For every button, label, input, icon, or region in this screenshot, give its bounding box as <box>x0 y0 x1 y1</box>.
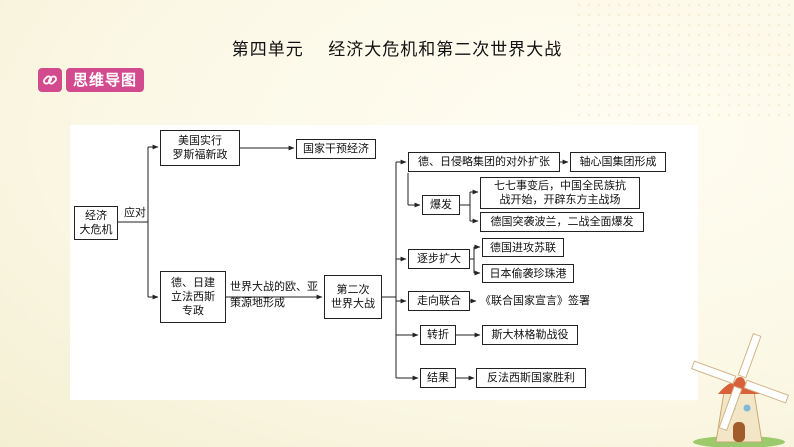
link-icon <box>38 68 62 92</box>
connector-lines <box>118 144 569 381</box>
node-escalation: 逐步扩大 <box>408 249 470 269</box>
node-ww2: 第二次 世界大战 <box>324 275 382 319</box>
node-victory: 反法西斯国家胜利 <box>476 368 586 388</box>
node-economic-crisis: 经济 大危机 <box>74 206 118 240</box>
windmill-illustration <box>691 333 789 447</box>
node-state-intervention: 国家干预经济 <box>296 139 376 159</box>
node-outbreak-china: 七七事变后，中国全民族抗 战开始，开辟东方主战场 <box>480 177 640 209</box>
node-result: 结果 <box>420 368 456 388</box>
node-alliance: 走向联合 <box>408 291 470 311</box>
node-pearl-harbor: 日本偷袭珍珠港 <box>482 264 574 283</box>
node-outbreak-poland: 德国突袭波兰，二战全面爆发 <box>480 212 644 232</box>
node-turning-point: 转折 <box>420 325 456 345</box>
page-title: 第四单元 经济大危机和第二次世界大战 <box>231 40 563 60</box>
edge-label-respond: 应对 <box>124 206 146 219</box>
node-expansion: 德、日侵略集团的对外扩张 <box>408 152 560 172</box>
node-fascist-dictatorship: 德、日建 立法西斯 专政 <box>160 271 226 323</box>
edge-label-war-sources: 世界大战的欧、亚 策源地形成 <box>230 280 318 309</box>
node-attack-ussr: 德国进攻苏联 <box>482 238 564 257</box>
dot-pattern <box>574 0 794 120</box>
mind-map: 经济 大危机 应对 美国实行 罗斯福新政 国家干预经济 德、日建 立法西斯 专政… <box>70 125 698 400</box>
node-outbreak: 爆发 <box>422 195 460 215</box>
node-un-declaration: 《联合国家宣言》签署 <box>478 291 618 311</box>
node-new-deal: 美国实行 罗斯福新政 <box>160 130 240 166</box>
section-tag-label: 思维导图 <box>66 68 145 92</box>
node-stalingrad: 斯大林格勒战役 <box>482 325 578 345</box>
node-axis-formed: 轴心国集团形成 <box>570 152 666 172</box>
section-tag: 思维导图 <box>38 68 145 92</box>
